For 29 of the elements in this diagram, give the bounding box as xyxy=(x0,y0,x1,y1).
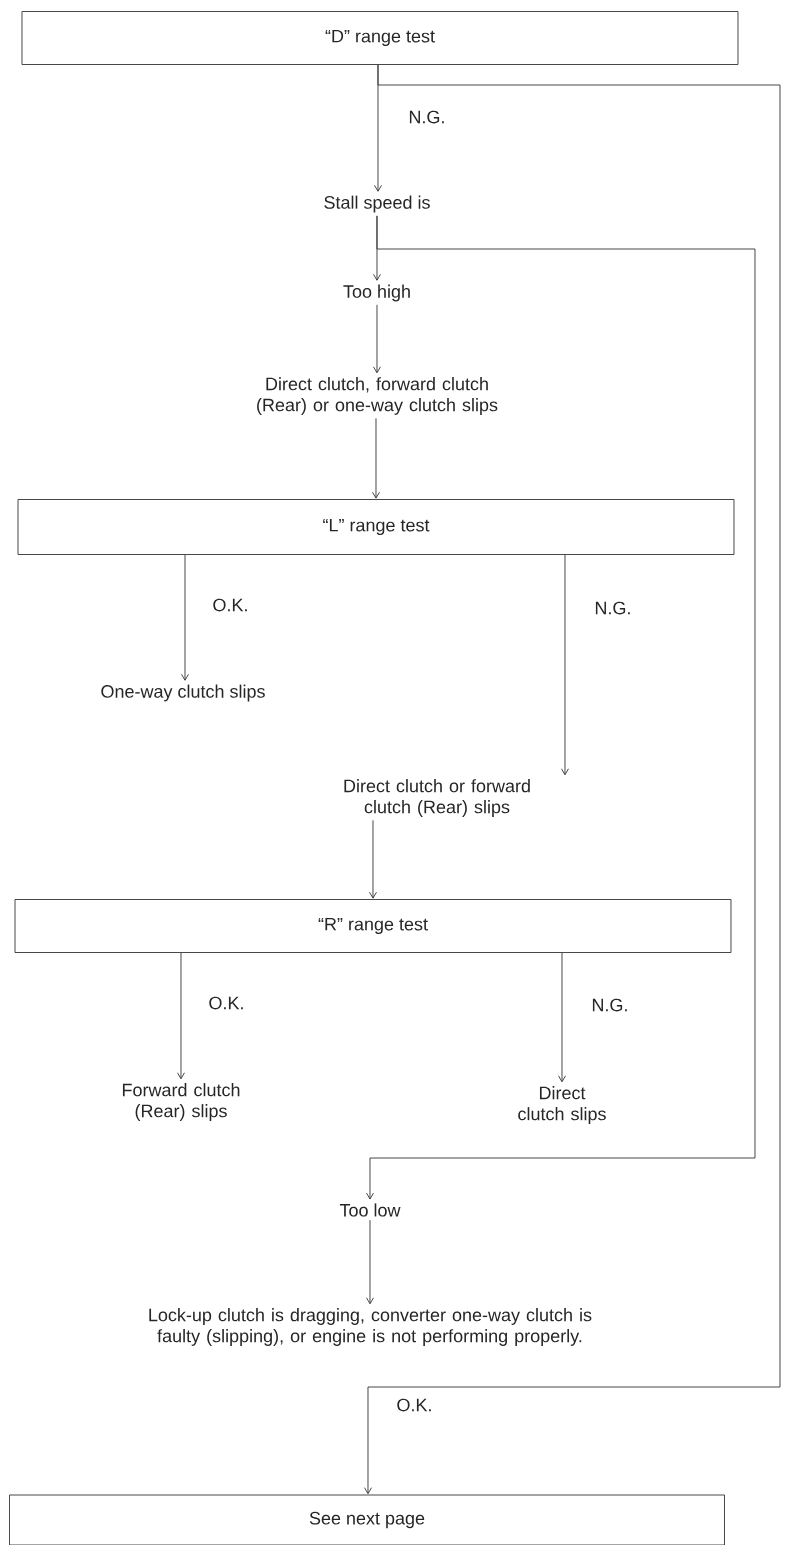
edge-label: O.K. xyxy=(206,994,247,1012)
result-text: Forward clutch (Rear) slips xyxy=(122,1083,240,1121)
arrow xyxy=(181,554,189,681)
arrow xyxy=(372,417,380,499)
process-box: “L” range test xyxy=(17,499,735,555)
result-text: Stall speed is xyxy=(324,195,430,213)
arrow xyxy=(561,554,569,776)
process-box: “R” range test xyxy=(14,899,732,953)
arrow xyxy=(366,215,756,1200)
arrow xyxy=(373,304,381,374)
result-text: Direct clutch slips xyxy=(518,1086,606,1124)
arrow xyxy=(369,819,377,899)
edge-label: N.G. xyxy=(589,996,631,1014)
arrow xyxy=(366,1219,374,1305)
result-text: Too low xyxy=(339,1203,401,1217)
arrow xyxy=(177,952,185,1080)
result-text: One-way clutch slips xyxy=(101,684,265,702)
arrow xyxy=(364,64,781,1495)
edge-label: N.G. xyxy=(592,599,634,617)
process-box: See next page xyxy=(9,1494,725,1545)
result-text: Too high xyxy=(343,284,410,302)
result-text: Direct clutch or forward clutch (Rear) slips xyxy=(344,779,530,817)
edge-label: O.K. xyxy=(210,596,251,614)
result-text: Lock-up clutch is dragging, converter one-way clutch is faulty (slipping), or engine is not performing properly. xyxy=(149,1308,592,1346)
arrow xyxy=(558,952,566,1083)
edge-label: N.G. xyxy=(406,108,448,126)
process-box: “D” range test xyxy=(21,11,739,65)
edge-label: O.K. xyxy=(394,1396,435,1414)
result-text: Direct clutch, forward clutch (Rear) or one-way clutch slips xyxy=(257,377,498,415)
